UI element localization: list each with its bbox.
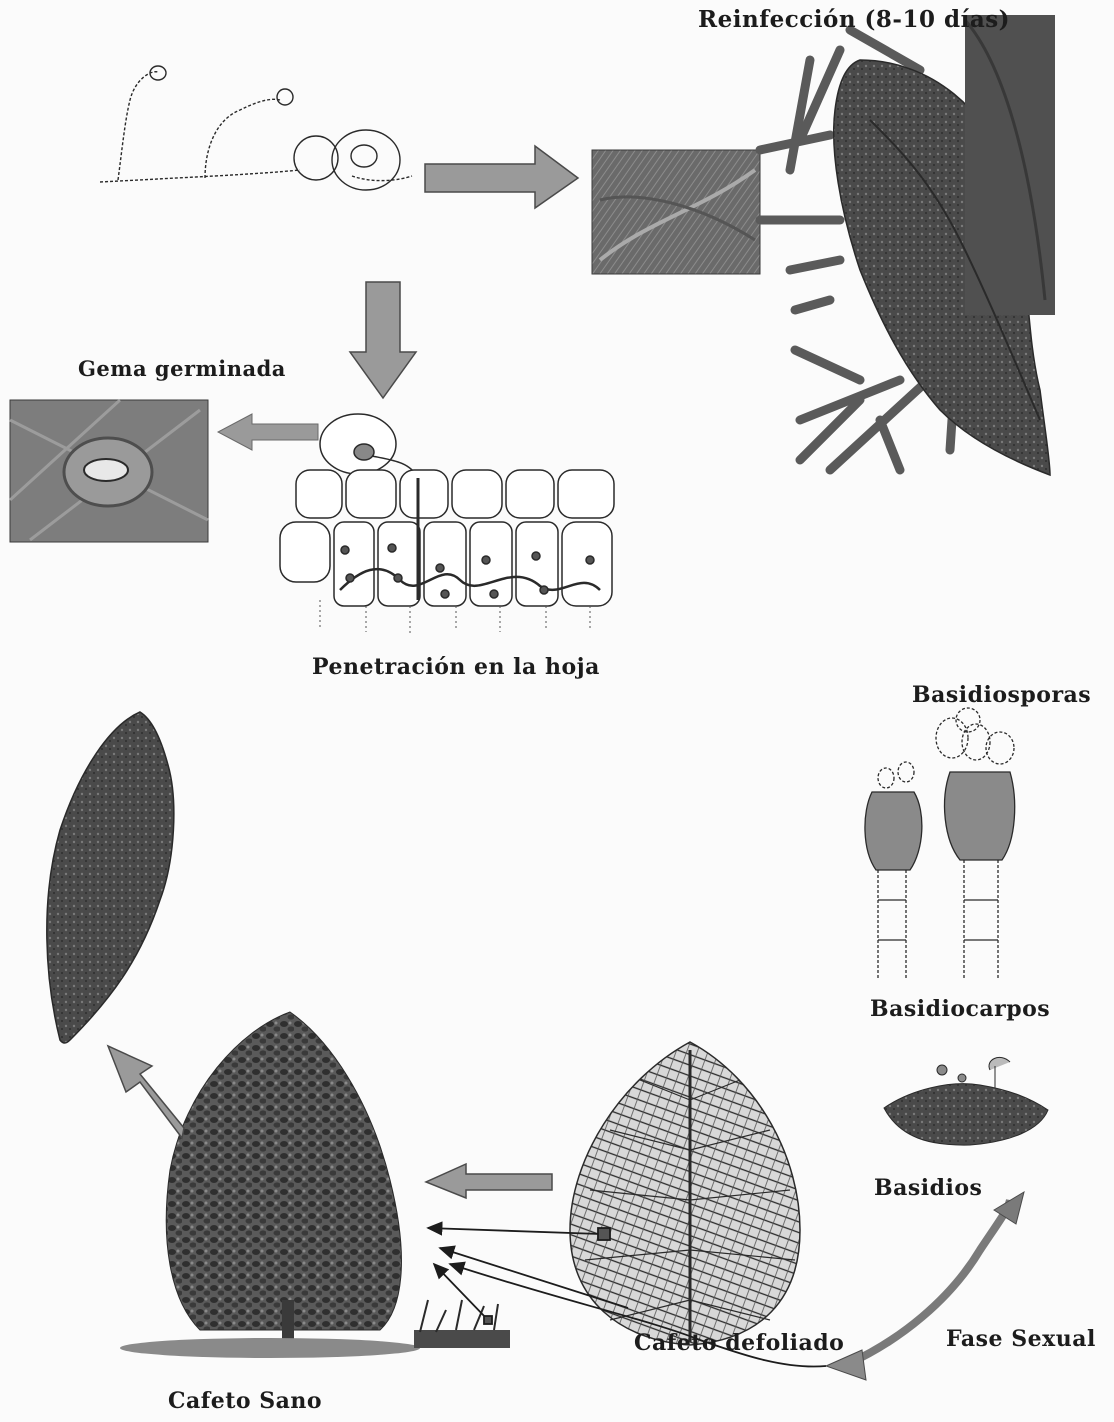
- label-sexual-phase: Fase Sexual: [946, 1326, 1096, 1352]
- arrow-to-reinfection: [425, 146, 578, 208]
- label-reinfection: Reinfección (8-10 días): [698, 6, 1010, 33]
- healthy-coffee-tree: [120, 1012, 420, 1358]
- label-leaf-penetration: Penetración en la hoja: [312, 654, 600, 680]
- arrow-to-leaf: [108, 1046, 184, 1138]
- arrow-to-germinated-spore: [218, 414, 318, 450]
- label-basidiospores: Basidiosporas: [912, 682, 1091, 708]
- defoliated-coffee-tree: [570, 1042, 800, 1345]
- healthy-leaf: [47, 712, 174, 1043]
- arrow-to-penetration: [350, 282, 416, 398]
- grass-patch: [414, 1300, 510, 1348]
- basidiospores-drawing: [865, 708, 1015, 980]
- basidia-drawing: [884, 1057, 1048, 1145]
- label-germinated-spore: Gema germinada: [78, 356, 286, 381]
- label-basidia: Basidios: [874, 1175, 982, 1201]
- leaf-lesion-micrograph: [592, 150, 760, 274]
- leaf-penetration-cross-section: [280, 414, 614, 634]
- label-defoliated-tree: Cafeto defoliado: [634, 1330, 844, 1356]
- label-healthy-tree: Cafeto Sano: [168, 1388, 322, 1414]
- arrow-to-healthy-tree: [426, 1164, 552, 1198]
- label-basidiocarps: Basidiocarpos: [870, 996, 1050, 1022]
- infected-coffee-branch-photo: [760, 15, 1055, 475]
- germinating-spores-drawing: [100, 66, 412, 190]
- germinated-spore-micrograph: [10, 400, 208, 542]
